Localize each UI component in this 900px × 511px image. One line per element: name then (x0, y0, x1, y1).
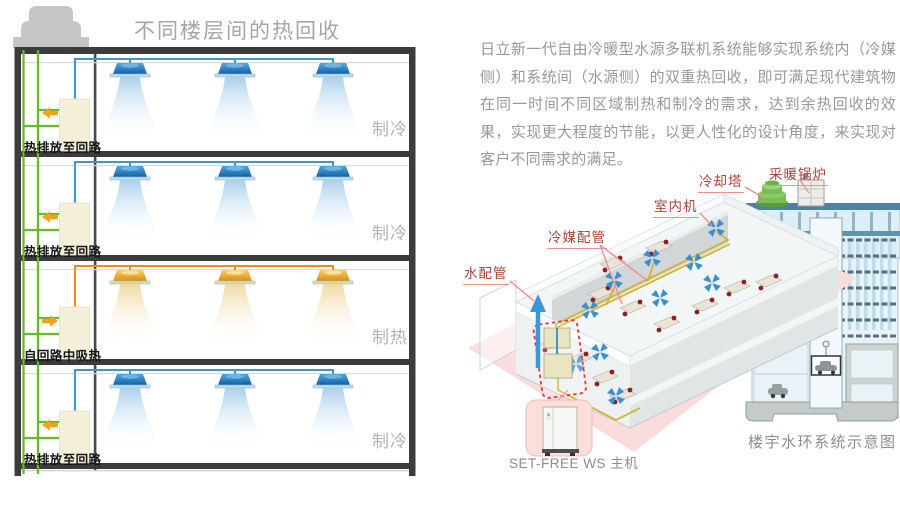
floor-1-mode-label: 制冷 (372, 120, 408, 139)
description-paragraph: 日立新一代自由冷暖型水源多联机系统能够实现系统内（冷媒侧）和系统间（水源侧）的双… (480, 41, 896, 168)
floor-1-cooling (42, 58, 364, 152)
water-pipe-arrow (530, 294, 546, 368)
cooling-tower-icon (13, 6, 89, 48)
left-wall (14, 47, 21, 476)
heat-flow-arrow (42, 419, 58, 431)
floor-4-cooling (42, 369, 364, 464)
floor-3-mode-label: 制热 (372, 328, 408, 347)
set-free-callout (525, 399, 593, 457)
floor-4-pipe-label: 热排放至回路 (24, 453, 102, 467)
roof-slab (14, 47, 416, 54)
ws-unit-box (59, 202, 90, 256)
refrigerant-pipe-label: 冷媒配管 (547, 226, 607, 249)
ws-unit-box (59, 98, 90, 152)
ws-main-unit-lower (543, 353, 573, 379)
floor-2-cooling (42, 161, 364, 256)
right-wall (409, 47, 416, 476)
heat-flow-arrow (42, 315, 58, 327)
ws-unit-box (59, 410, 90, 464)
water-loop-caption: 楼宇水环系统示意图 (748, 434, 897, 451)
floor-slabs (21, 151, 409, 469)
left-building-diagram (13, 6, 416, 476)
floor-1-pipe-label: 热排放至回路 (24, 141, 102, 155)
floor-4-mode-label: 制冷 (372, 432, 408, 451)
refrigerant-pipes (555, 230, 731, 422)
floor-3-pipe-label: 自回路中吸热 (24, 349, 102, 363)
floor-2-pipe-label: 热排放至回路 (24, 245, 102, 259)
diagram-title: 不同楼层间的热回收 (134, 20, 341, 43)
office-building (468, 179, 856, 457)
floor-2-mode-label: 制冷 (372, 224, 408, 243)
right-face (630, 266, 838, 428)
floor-3-heating (42, 265, 364, 360)
heating-boiler-label: 采暖锅炉 (768, 163, 828, 186)
heat-flow-arrow (42, 211, 58, 223)
car-elevator (810, 355, 842, 376)
water-pipe-label: 水配管 (463, 262, 509, 285)
corridor-wall (552, 211, 728, 328)
ceiling-lines (21, 62, 409, 375)
rooftop-boiler (797, 174, 825, 207)
parked-car (768, 384, 788, 399)
ws-unit-box (59, 306, 90, 360)
cooling-tower-label: 冷却塔 (698, 170, 744, 193)
shaft-divider (93, 54, 97, 470)
label-leader-lines (509, 179, 810, 305)
heat-flow-arrow (42, 107, 58, 119)
rooftop-cooling-tower (756, 180, 788, 208)
set-free-main-unit-label: SET-FREE WS 主机 (509, 456, 639, 471)
indoor-unit-label: 室内机 (653, 195, 699, 218)
